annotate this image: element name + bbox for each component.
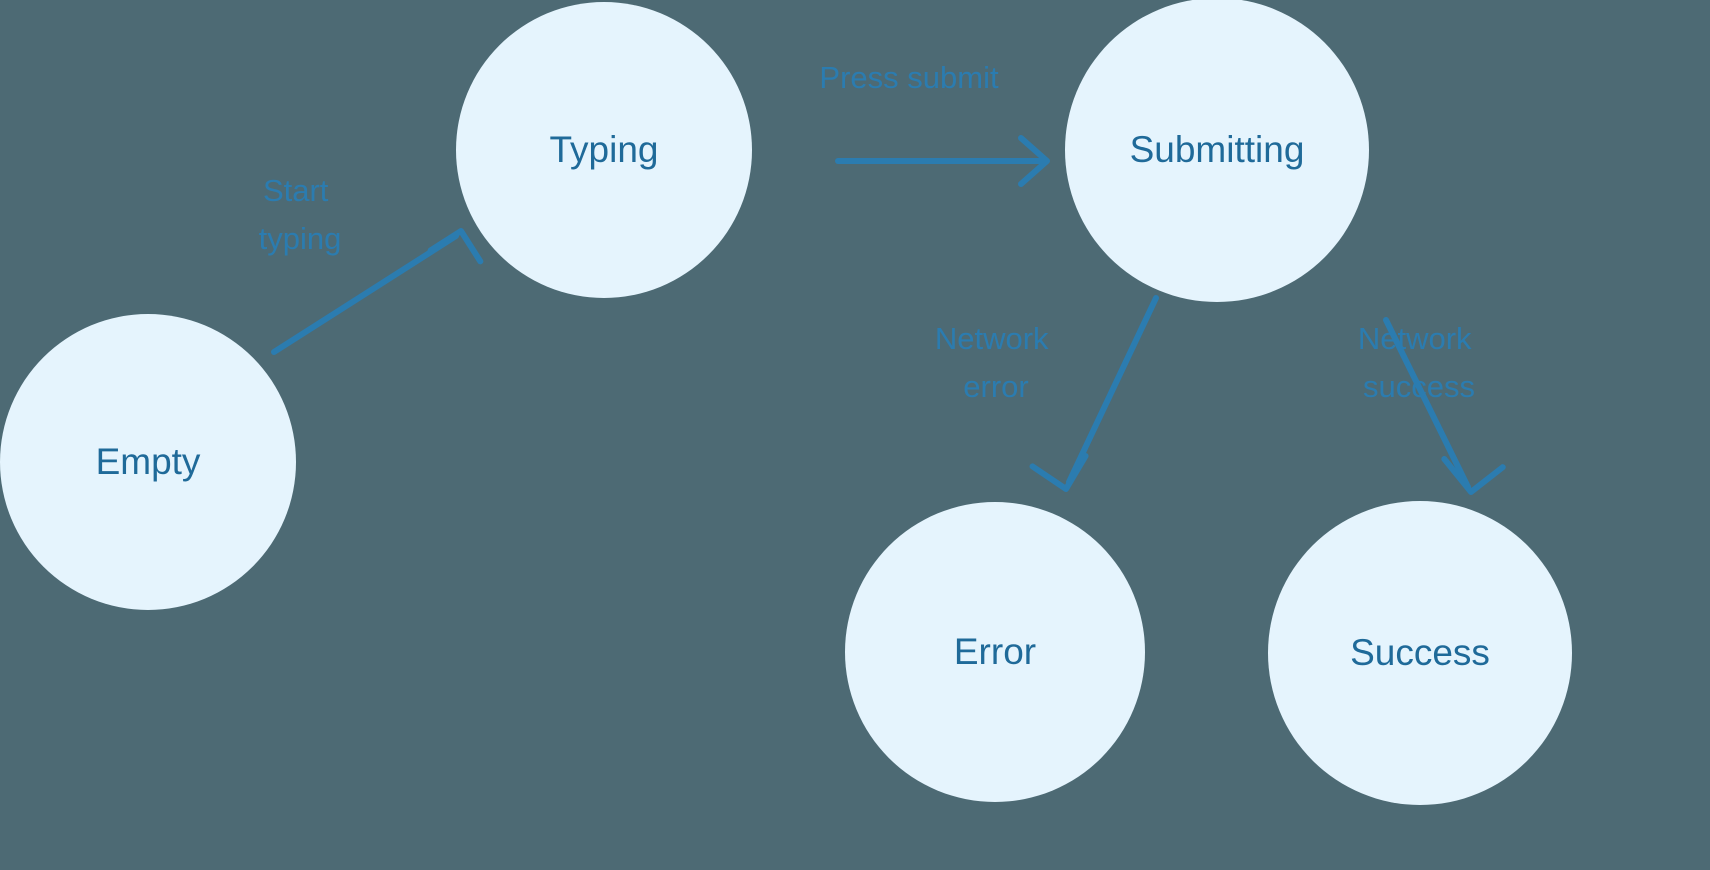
transition-label-line: Network — [935, 321, 1049, 356]
state-node-label-empty: Empty — [96, 441, 201, 482]
arrowhead-submitting-to-error — [1029, 452, 1089, 492]
transition-label-submitting-to-error: Network error — [935, 321, 1057, 404]
state-node-error[interactable]: Error — [845, 502, 1145, 802]
transition-label-empty-to-typing: Start typing — [259, 173, 342, 256]
state-node-typing[interactable]: Typing — [456, 2, 752, 298]
state-node-submitting[interactable]: Submitting — [1065, 0, 1369, 302]
state-node-circle — [456, 2, 752, 298]
transition-label-line: success — [1363, 369, 1475, 404]
arrowhead-typing-to-submitting — [1018, 135, 1050, 187]
state-node-circle — [845, 502, 1145, 802]
transition-line-empty-to-typing — [271, 233, 459, 355]
transition-submitting-to-success[interactable]: Network success — [1358, 317, 1506, 495]
state-node-circle — [1268, 501, 1572, 805]
state-node-label-success: Success — [1350, 632, 1490, 673]
state-node-circle — [1065, 0, 1369, 302]
state-node-label-error: Error — [954, 631, 1036, 672]
state-node-label-typing: Typing — [549, 129, 658, 170]
state-node-success[interactable]: Success — [1268, 501, 1572, 805]
transition-label-submitting-to-success: Network success — [1358, 321, 1480, 404]
state-node-label-submitting: Submitting — [1130, 129, 1305, 170]
arrowhead-submitting-to-success — [1441, 456, 1506, 495]
transition-empty-to-typing[interactable]: Start typing — [259, 173, 484, 355]
transition-label-line: typing — [259, 221, 342, 256]
transition-line-submitting-to-success — [1383, 317, 1471, 490]
arrowhead-empty-to-typing — [427, 228, 484, 265]
transition-label-line: error — [963, 369, 1028, 404]
transition-label-line: Start — [263, 173, 329, 208]
state-node-circle — [0, 314, 296, 610]
transition-label-typing-to-submitting: Press submit — [819, 60, 999, 95]
transition-submitting-to-error[interactable]: Network error — [935, 295, 1159, 493]
state-node-empty[interactable]: Empty — [0, 314, 296, 610]
transition-label-line: Press submit — [819, 60, 999, 95]
transition-typing-to-submitting[interactable]: Press submit — [819, 60, 1050, 187]
transition-line-submitting-to-error — [1066, 295, 1159, 485]
transition-label-line: Network — [1358, 321, 1472, 356]
